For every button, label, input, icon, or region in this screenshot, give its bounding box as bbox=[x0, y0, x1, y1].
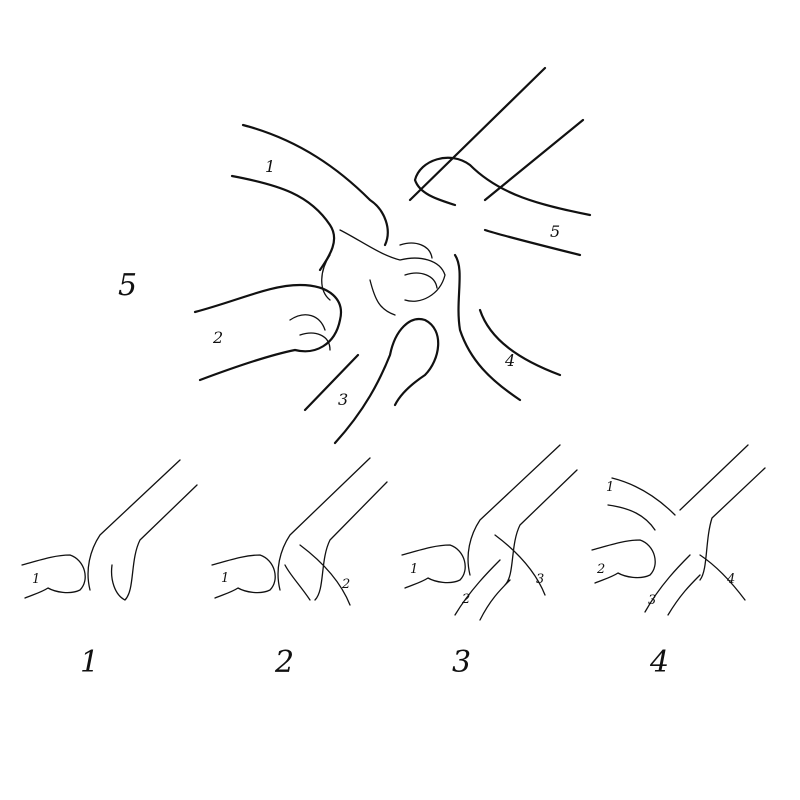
step-1-number: 1 bbox=[80, 645, 99, 680]
final-hand-stack-drawing bbox=[193, 66, 592, 445]
step-4-hand-label-3: 3 bbox=[648, 593, 656, 608]
step-2-hand-label-2: 2 bbox=[341, 577, 350, 592]
step-3-hand-label-3: 3 bbox=[536, 572, 544, 587]
step-1-hand-label-1: 1 bbox=[32, 572, 40, 587]
final-hand-label-1: 1 bbox=[265, 157, 275, 176]
step-3-drawing bbox=[401, 444, 578, 621]
final-hand-label-5: 5 bbox=[550, 222, 560, 241]
final-hand-label-4: 4 bbox=[504, 351, 515, 370]
step-3-hand-label-1: 1 bbox=[410, 562, 418, 577]
step-2-number: 2 bbox=[274, 645, 294, 680]
step-1-drawing bbox=[21, 459, 198, 601]
step-4-drawing bbox=[591, 444, 766, 616]
final-hand-label-3: 3 bbox=[338, 390, 348, 409]
step-4-number: 4 bbox=[649, 645, 669, 680]
step-3-number: 3 bbox=[452, 645, 471, 680]
step-4-hand-label-2: 2 bbox=[596, 562, 605, 577]
step-2-hand-label-1: 1 bbox=[221, 571, 229, 586]
final-hand-label-2: 2 bbox=[212, 328, 223, 347]
step-2-drawing bbox=[211, 457, 388, 606]
step-4-hand-label-4: 4 bbox=[726, 572, 735, 587]
step-3-hand-label-2: 2 bbox=[461, 592, 470, 607]
final-step-number: 5 bbox=[118, 268, 137, 303]
step-4-hand-label-1: 1 bbox=[606, 480, 614, 495]
